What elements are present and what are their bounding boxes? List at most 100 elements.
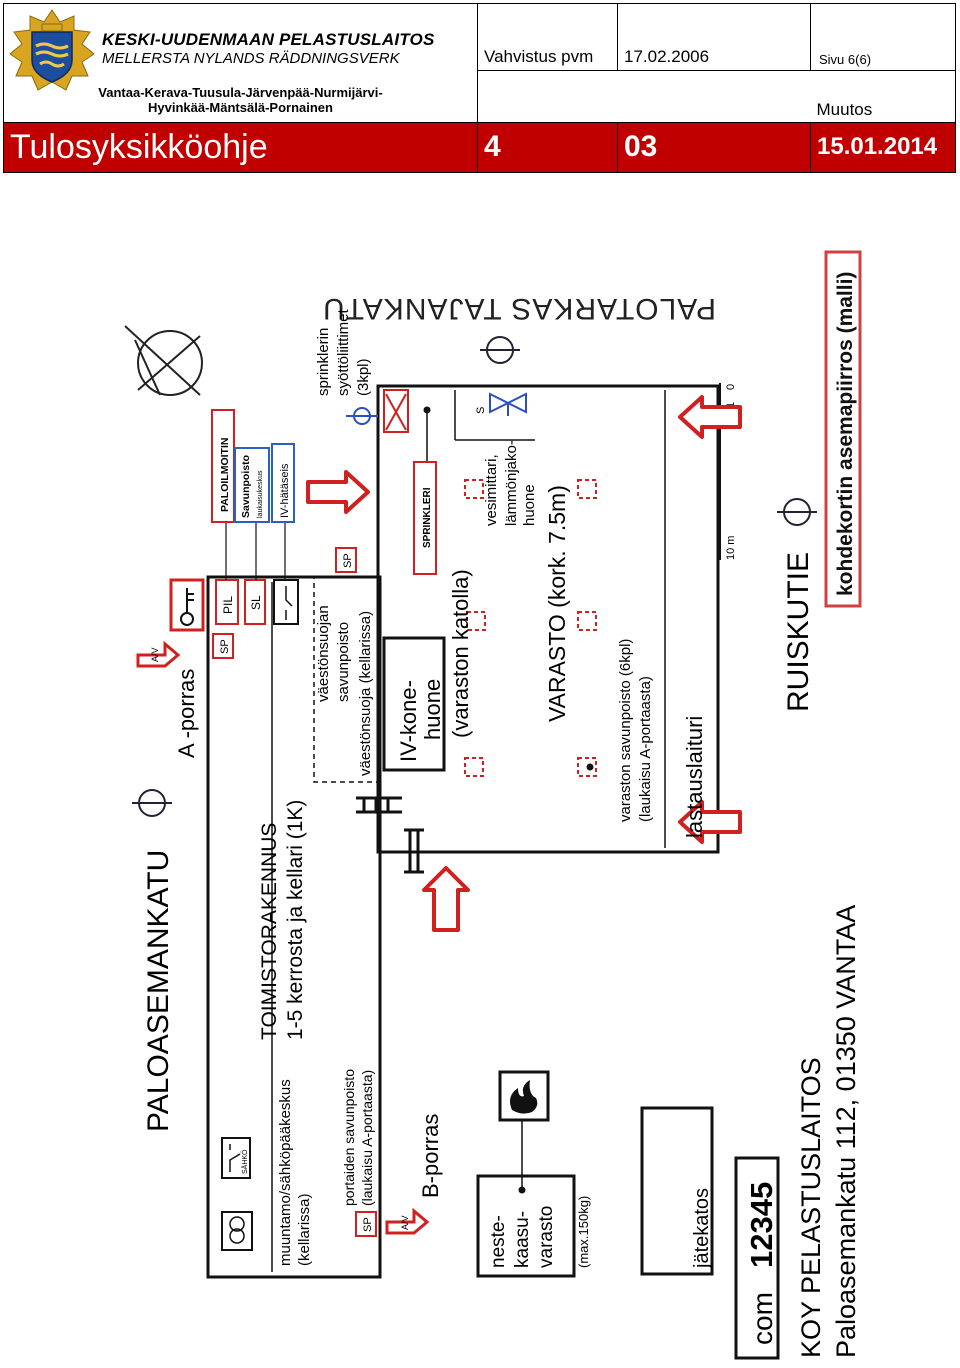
sprinkler-label: SPRINKLERI [422, 487, 433, 548]
doc-sub-cell: 03 [617, 121, 811, 173]
confirm-label-cell: Vahvistus pvm [477, 3, 618, 71]
pil-box: PIL [215, 579, 239, 625]
stair-smoke-note: (laukaisu A-portaasta) [359, 1070, 375, 1206]
confirm-label: Vahvistus pvm [484, 46, 594, 66]
hydrant-icon [479, 336, 521, 364]
sp-label: SP [342, 553, 354, 568]
sp-label: SP [219, 639, 231, 654]
rescue-department-logo [9, 9, 95, 91]
loading-dock: lastauslaituri [682, 716, 707, 838]
access-arrow-icon [306, 470, 370, 514]
owner-address: Paloasemankatu 112, 01350 VANTAA [831, 905, 861, 1358]
shelter-smoke-l2: savunpoisto [335, 622, 352, 702]
waste-label: jätekatos [691, 1188, 713, 1269]
pil-label: PIL [221, 596, 235, 614]
entrance-arrow-icon: A/V A/V [136, 640, 430, 1235]
valve-s: S [475, 407, 487, 414]
gas-storage [476, 1174, 576, 1278]
fire-alarm-legend: PALOILMOITIN [211, 409, 235, 523]
gas-l2: kaasu- [512, 1211, 533, 1268]
iv-emergency-legend: IV-hätäseis [271, 443, 295, 523]
storage: VARASTO (kork. 7.5m) [544, 485, 570, 722]
hydrant-icon [131, 789, 173, 817]
sp-box: SP [212, 633, 234, 659]
model-label: kohdekortin asemapiirros (malli) [834, 272, 857, 596]
sprinkler-legend: SPRINKLERI [413, 406, 437, 575]
sl-box: SL [244, 579, 266, 625]
sp-box: SP [335, 547, 357, 573]
iv-switch-box [273, 579, 299, 625]
confirm-date: 17.02.2006 [624, 46, 710, 66]
sl-label: SL [249, 595, 263, 610]
water-meter-l3: huone [521, 484, 538, 526]
doc-number: 4 [484, 130, 501, 163]
sprinkler-inlets-l2: syöttöliittimet [335, 308, 352, 396]
gas-l3: varasto [536, 1206, 557, 1268]
ventroom-l2: huone [420, 679, 445, 740]
sp-label: SP [362, 1217, 374, 1232]
doc-title: Tulosyksikköohje [10, 127, 268, 166]
entrance-code: A/V [400, 1215, 410, 1230]
sprinkler-inlet-icon [346, 389, 409, 433]
storage-smoke: varaston savunpoisto (6kpl) [617, 639, 634, 822]
confirm-date-cell: 17.02.2006 [617, 3, 811, 71]
doc-number-cell: 4 [477, 121, 618, 173]
change-date-cell: 15.01.2014 [810, 121, 956, 173]
transformer-icon [221, 1211, 253, 1251]
entrance-code: A/V [150, 647, 160, 662]
north-arrow [124, 325, 203, 396]
sp-box: SP [355, 1211, 377, 1237]
com-number: 12345 [744, 1182, 779, 1268]
ventroom-l1: IV-kone- [396, 680, 421, 762]
document-header: KESKI-UUDENMAAN PELASTUSLAITOS MELLERSTA… [3, 3, 956, 173]
water-meter-l2: lämmönjako- [503, 440, 520, 526]
doc-title-cell: Tulosyksikköohje [3, 121, 478, 173]
doc-sub: 03 [624, 130, 658, 163]
blank-cell [477, 69, 618, 123]
scale-one: 1 [725, 402, 737, 408]
page-cell: Sivu 6(6) [810, 3, 956, 71]
ventroom-note: (varaston katolla) [448, 569, 473, 738]
shelter-smoke-l1: väestönsuojan [315, 605, 332, 702]
control-room-note: (kellarissa) [296, 1193, 313, 1266]
ventilation-room [382, 636, 446, 772]
flame-icon [498, 1070, 550, 1122]
access-arrow-icon [422, 866, 470, 932]
building-name: TOIMISTORAKENNUS [258, 823, 281, 1040]
warehouse [376, 384, 720, 854]
sprinkler-inlets-l1: sprinklerin [315, 328, 332, 396]
key-icon [180, 588, 194, 626]
gas-l1: neste- [488, 1215, 509, 1268]
stair-b: B-porras [418, 1114, 443, 1198]
water-meter-l1: vesimittari, [483, 454, 500, 526]
stair-a: A -porras [174, 669, 199, 758]
smoke-hatch-icons [464, 479, 597, 777]
storage-smoke-note: (laukaisu A-portaasta) [637, 676, 654, 822]
com-box [734, 1156, 780, 1360]
street-main: PALOASEMANKATU [142, 850, 175, 1132]
valve-icon [489, 392, 527, 416]
gas-note: (max.150kg) [576, 1196, 591, 1268]
scale-label: 10 m [725, 536, 737, 560]
municipalities-line2: Hyvinkää-Mäntsälä-Pornainen [148, 99, 333, 115]
municipalities-line1: Vantaa-Kerava-Tuusula-Järvenpää-Nurmijär… [98, 84, 383, 100]
control-room: muuntamo/sähköpääkeskus [277, 1079, 294, 1266]
smoke-removal-legend: Savunpoisto laukaisukeskus [234, 447, 270, 523]
owner-name: KOY PELASTUSLAITOS [796, 1057, 826, 1358]
model-label-frame [824, 250, 862, 608]
org-name-sv: MELLERSTA NYLANDS RÄDDNINGSVERK [102, 50, 400, 67]
scale-zero: 0 [725, 384, 737, 390]
fire-alarm-label: PALOILMOITIN [219, 438, 231, 512]
smoke-removal-label: Savunpoisto [240, 455, 252, 518]
shelter: väestönsuoja (kellarissa) [357, 611, 374, 776]
sprinkler-inlets-l3: (3kpl) [355, 358, 372, 396]
stair-smoke: portaiden savunpoisto [341, 1069, 357, 1206]
smoke-hatch-trigger [586, 763, 594, 771]
site-plan: PALOTARKAS TAJANKATU kohdekortin asemapi… [124, 250, 862, 1360]
electrical-label: SÄHKÖ [241, 1149, 249, 1174]
page-number: Sivu 6(6) [819, 51, 872, 67]
hydrant-icon [776, 498, 818, 526]
blank-cell-2 [617, 69, 811, 123]
plan-heading: PALOTARKAS TAJANKATU [322, 292, 716, 325]
municipalities-cell: Vantaa-Kerava-Tuusula-Järvenpää-Nurmijär… [3, 70, 478, 123]
